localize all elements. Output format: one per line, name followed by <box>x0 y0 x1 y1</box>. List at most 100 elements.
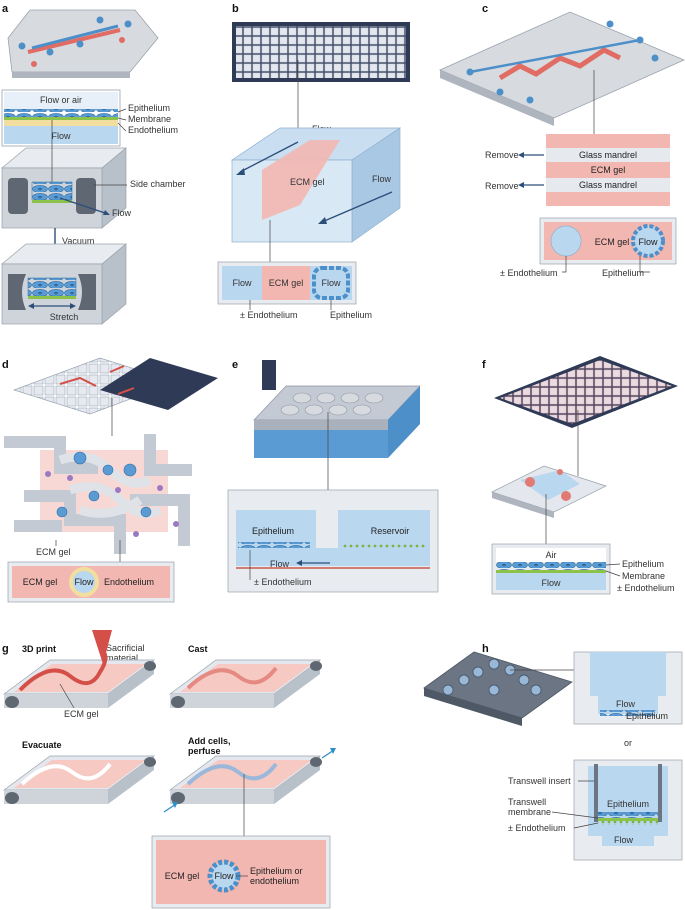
panel-a-chip <box>7 9 159 73</box>
panel-a-block1-cells <box>31 181 73 201</box>
panel-e-letter: e <box>232 359 238 371</box>
panel-c-endothelium-label: ± Endothelium <box>500 268 557 278</box>
panel-h-bottom-flow-channel <box>602 832 654 846</box>
panel-c-top-ecm <box>546 134 670 148</box>
panel-g3-port-right <box>144 757 156 767</box>
panel-g1-printed-filament <box>18 651 108 692</box>
panel-g3-dish-side <box>108 756 154 804</box>
panel-f-epithelium-label: Epithelium <box>622 559 664 569</box>
panel-g2-dish-front <box>170 694 274 708</box>
panel-g-section-ecm-label: ECM gel <box>165 871 200 881</box>
panel-a: a Flow or air Flow Epithelium Membrane E… <box>1 3 186 325</box>
panel-g1-dish-side <box>108 660 154 708</box>
panel-b-section-flow-left <box>222 266 262 300</box>
panel-h-transwell-membrane <box>598 818 658 821</box>
panel-e-epithelium-cells <box>238 542 310 548</box>
panel-g2-dish-side <box>274 660 320 708</box>
panel-c-glass-mandrel-1-label: Glass mandrel <box>579 150 637 160</box>
panel-d-plate-dark <box>100 358 218 410</box>
panel-a-stretch-arrowhead-left <box>28 303 34 309</box>
panel-g3-port-left <box>5 792 19 804</box>
panel-h: h Flow Epithelium or Epithelium Flow Tra… <box>423 643 683 861</box>
panel-g4-cell-lined-channel <box>186 762 278 786</box>
panel-h-top-channel <box>598 696 658 714</box>
panel-d-endothelium-label: Endothelium <box>104 577 154 587</box>
panel-g4-port-right <box>310 757 322 767</box>
panel-g-add-cells2-label: perfuse <box>188 746 221 756</box>
panel-e-connector <box>262 360 276 390</box>
panel-c-section-epithelium-channel <box>631 224 665 258</box>
panel-c-remove1-label: Remove <box>485 150 519 160</box>
panel-d-section-vessel <box>69 567 99 597</box>
panel-f-flow-channel <box>496 573 606 590</box>
panel-b-letter: b <box>232 3 239 15</box>
panel-c-chip <box>438 11 685 119</box>
panel-d: d ECM gel ECM gel Flow Endothelium <box>2 357 218 603</box>
panel-h-chip-wells <box>442 658 542 696</box>
panel-h-or-label: or <box>624 738 632 748</box>
panel-a-block1-membrane <box>32 200 72 203</box>
panel-a-block1-chamber-left <box>8 178 28 214</box>
panel-f-air-label: Air <box>546 550 557 560</box>
panel-h-transwell-membrane2-label: membrane <box>508 807 551 817</box>
panel-c-epithelium-label: Epithelium <box>602 268 644 278</box>
panel-g-ecm-gel-label: ECM gel <box>64 709 99 719</box>
panel-h-chip-edge <box>424 688 522 726</box>
panel-f-plate-grid <box>500 360 672 424</box>
panel-a-flow-channel <box>4 126 118 144</box>
panel-a-flow-arrowhead <box>103 210 110 215</box>
panel-b-section-ecm <box>262 266 310 300</box>
panel-g-section-ecm <box>156 840 326 904</box>
panel-d-letter: d <box>2 359 9 371</box>
panel-g4-dish-side <box>274 756 320 804</box>
panel-g-section-flow-label: Flow <box>214 871 234 881</box>
panel-a-membrane-label: Membrane <box>128 114 171 124</box>
panel-a-endothelium-layer <box>4 120 118 126</box>
panel-d-section-ecm-label: ECM gel <box>23 577 58 587</box>
panel-c-ports <box>466 20 659 104</box>
panel-e-epithelium-label: Epithelium <box>252 526 294 536</box>
panel-a-side-chamber-label: Side chamber <box>130 179 186 189</box>
panel-c-red-channel <box>498 47 622 81</box>
panel-g-letter: g <box>2 643 9 655</box>
panel-f-chip-ports <box>525 469 571 501</box>
panel-c-letter: c <box>482 3 488 15</box>
panel-a-flow2-label: Flow <box>112 208 132 218</box>
panel-h-transwell-membrane1-label: Transwell <box>508 797 546 807</box>
panel-g2-port-left <box>171 696 185 708</box>
panel-c-remove2-arrowhead <box>518 182 524 188</box>
panel-g-epi-or-endo1-label: Epithelium or <box>250 866 303 876</box>
panel-b-flow-arrow-top <box>239 141 299 173</box>
panel-a-blue-channel <box>31 24 119 50</box>
panel-h-top-flow-label: Flow <box>616 699 636 709</box>
panel-c-section-flow-label: Flow <box>638 237 658 247</box>
panel-b-plate-grid <box>236 26 406 78</box>
panel-f-membrane-label: Membrane <box>622 571 665 581</box>
panel-c-ecm-gel-label: ECM gel <box>591 165 626 175</box>
panel-a-air-channel <box>4 92 118 109</box>
panel-h-chip <box>423 651 573 719</box>
panel-a-epithelium-label: Epithelium <box>128 103 170 113</box>
panel-a-flow-or-air-label: Flow or air <box>40 95 82 105</box>
panel-b-flow-right-label: Flow <box>372 174 392 184</box>
panel-h-transwell-endothelium <box>598 821 658 825</box>
panel-c-section-left-channel <box>550 225 582 257</box>
panel-c-ecm-layer <box>546 162 670 178</box>
panel-h-endothelium-label: ± Endothelium <box>508 823 565 833</box>
panel-h-insert-wall-left <box>594 764 598 822</box>
panel-h-letter: h <box>482 643 489 655</box>
panel-e-reservoir-label: Reservoir <box>371 526 410 536</box>
panel-f-chip-edge <box>492 492 554 518</box>
panel-g2-embedded-filament <box>186 666 278 690</box>
panel-b-section-epithelium-ring <box>312 266 350 300</box>
panel-h-transwell-epithelium <box>598 812 658 818</box>
panel-d-section-flow-label: Flow <box>74 577 94 587</box>
panel-h-epithelium-label: Epithelium <box>607 799 649 809</box>
panel-b-section-flow-right-label: Flow <box>321 278 341 288</box>
panel-g-evacuate-label: Evacuate <box>22 740 62 750</box>
panel-c-glass-mandrel-1 <box>546 148 670 162</box>
panel-a-block2-cells <box>27 277 77 297</box>
panel-g-print-label: 3D print <box>22 644 56 654</box>
panel-c-blue-channel <box>469 38 641 74</box>
panel-f-membrane-layer <box>496 570 606 573</box>
